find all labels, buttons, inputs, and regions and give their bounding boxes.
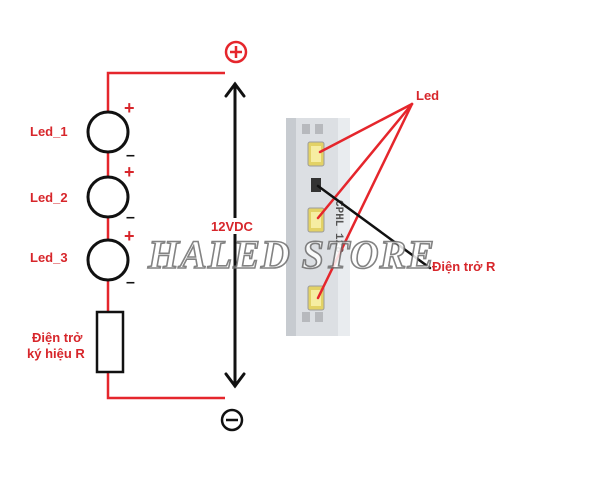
- led-symbols: [86, 110, 130, 282]
- led1-label: Led_1: [30, 124, 68, 139]
- led3-plus: +: [124, 226, 135, 246]
- led2-plus: +: [124, 162, 135, 182]
- resistor-label-line1: Điện trở: [32, 330, 83, 345]
- strip-print: CPHL 128: [332, 200, 344, 253]
- led3-symbol: [86, 238, 130, 282]
- led3-label: Led_3: [30, 250, 68, 265]
- resistor-callout-line: [316, 184, 432, 270]
- led-strip-photo: CPHL 128: [286, 118, 350, 336]
- led2-symbol: [86, 175, 130, 219]
- bottom-wire: [106, 372, 225, 400]
- negative-terminal: [220, 408, 244, 432]
- voltage-label-bg: [210, 218, 262, 234]
- led3-minus: –: [126, 274, 135, 291]
- voltage-label: 12VDC: [211, 219, 254, 234]
- led-callout-label: Led: [416, 88, 439, 103]
- smd-led-1: [307, 141, 325, 167]
- resistor-symbol: [95, 310, 125, 374]
- led1-minus: –: [126, 147, 135, 164]
- positive-terminal: [224, 40, 248, 64]
- top-wire: [106, 71, 225, 112]
- led2-minus: –: [126, 209, 135, 226]
- circuit-wires: [106, 71, 225, 400]
- resistor-label-line2: ký hiệu R: [27, 346, 85, 361]
- led1-symbol: [86, 110, 130, 154]
- watermark: HALED STORE: [147, 232, 435, 277]
- resistor-callout-label: Điện trở R: [432, 259, 496, 274]
- led2-label: Led_2: [30, 190, 68, 205]
- smd-led-2: [307, 207, 325, 233]
- led1-plus: +: [124, 98, 135, 118]
- voltage-arrow: [224, 81, 246, 389]
- smd-resistor: [311, 178, 321, 192]
